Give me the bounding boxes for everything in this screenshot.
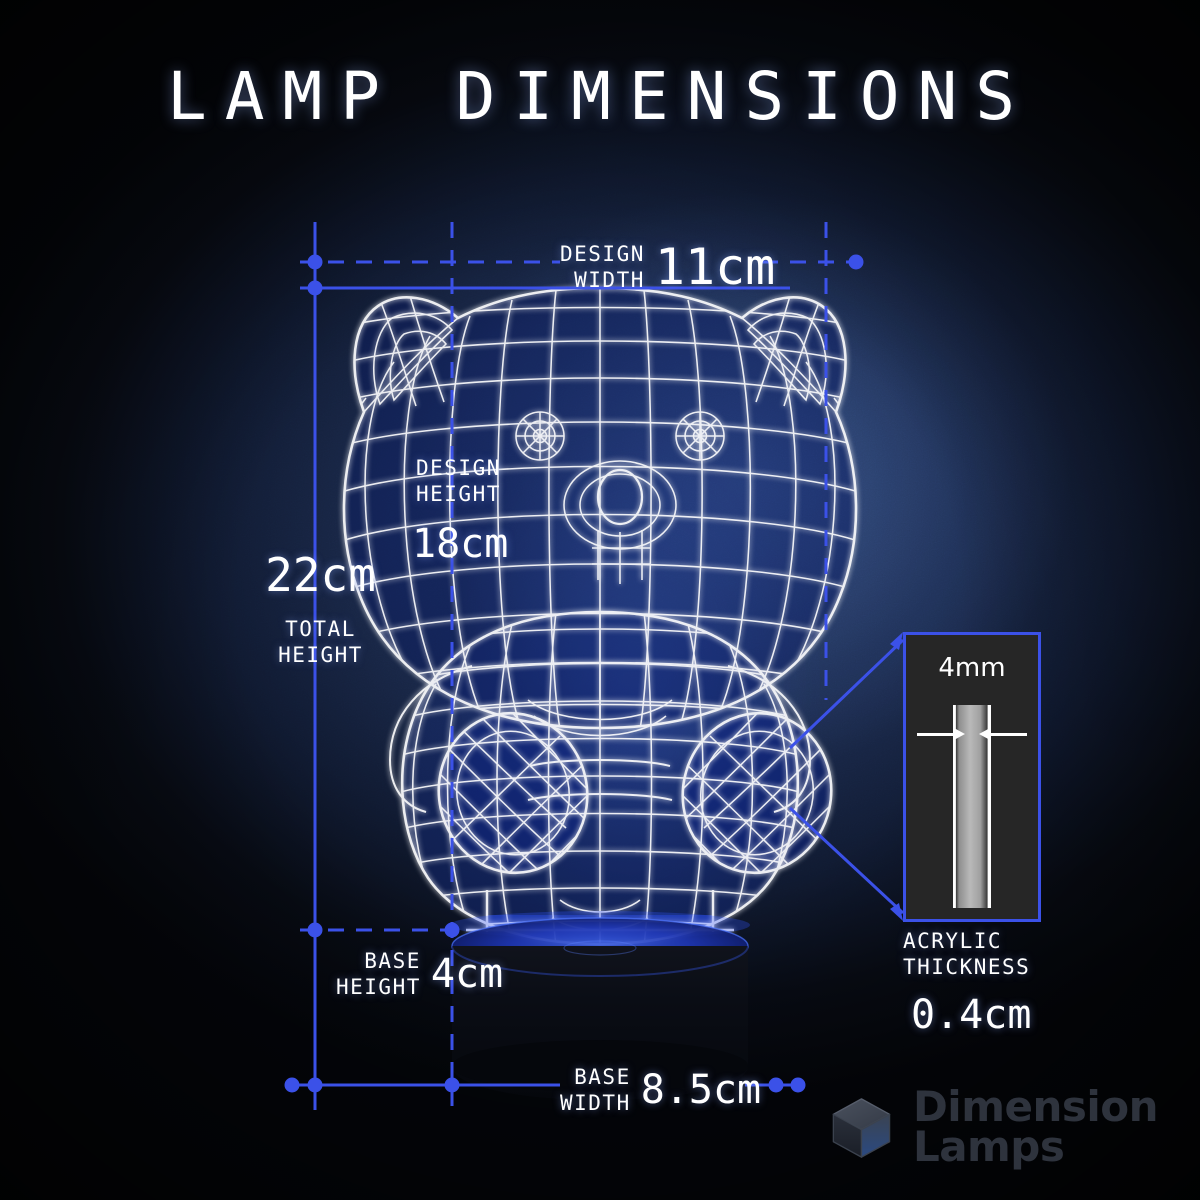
detail-callout-lines: [788, 632, 905, 921]
total-height-label-line1: TOTAL: [285, 617, 356, 641]
acrylic-thickness-detail-panel: 4mm: [903, 632, 1041, 922]
design-width-label-line1: DESIGN: [560, 242, 645, 266]
page-title: LAMP DIMENSIONS: [166, 58, 1034, 135]
design-height-label-line1: DESIGN: [416, 456, 501, 480]
brand-logo: Dimension Lamps: [828, 1072, 1159, 1182]
eye-left: [515, 411, 565, 461]
eye-right: [675, 411, 725, 461]
base-height-value: 4cm: [430, 951, 504, 997]
base-height-label-group: BASE HEIGHT 4cm: [336, 948, 503, 1000]
acrylic-caption-group: ACRYLIC THICKNESS 0.4cm: [903, 928, 1073, 1038]
thickness-arrow-right-icon: [979, 728, 1027, 740]
base-width-label-group: BASE WIDTH 8.5cm: [560, 1064, 761, 1116]
base-width-label-line1: BASE: [574, 1065, 631, 1089]
acrylic-caption-value: 0.4cm: [911, 992, 1032, 1038]
base-width-value: 8.5cm: [640, 1067, 762, 1113]
design-height-value: 18cm: [412, 521, 509, 567]
thickness-arrow-left-icon: [917, 728, 965, 740]
logo-text-line1: Dimension: [912, 1082, 1159, 1132]
muzzle: [563, 460, 677, 584]
logo-text-line2: Lamps: [912, 1122, 1065, 1171]
base-width-label-line2: WIDTH: [560, 1091, 631, 1115]
design-width-label-group: DESIGN WIDTH 11cm: [560, 238, 775, 296]
acrylic-caption-line2: THICKNESS: [903, 955, 1031, 979]
acrylic-callout-value: 4mm: [938, 653, 1006, 683]
design-height-label-group: DESIGN HEIGHT 18cm: [412, 455, 508, 567]
total-height-label-line2: HEIGHT: [278, 643, 363, 667]
total-height-label-group: 22cm TOTAL HEIGHT: [258, 548, 383, 668]
base-height-label-line2: HEIGHT: [336, 975, 421, 999]
base-height-label-line1: BASE: [364, 949, 421, 973]
lamp-base: [451, 917, 749, 1100]
total-height-value: 22cm: [265, 548, 376, 602]
acrylic-caption-line1: ACRYLIC: [903, 929, 1003, 953]
design-width-value: 11cm: [654, 238, 776, 296]
design-height-label-line2: HEIGHT: [416, 482, 501, 506]
design-width-label-line2: WIDTH: [574, 268, 645, 292]
cube-icon: [832, 1098, 891, 1158]
